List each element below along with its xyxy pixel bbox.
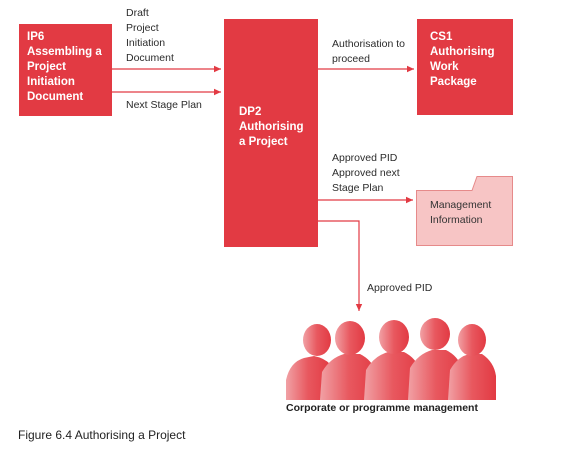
process-box-ip6: IP6 Assembling a Project Initiation Docu…: [19, 24, 112, 116]
authorisation-label: Authorisation to proceed: [332, 38, 405, 65]
approved-pid-plan-label: Approved PID Approved next Stage Plan: [332, 152, 400, 194]
process-box-cs1: CS1 Authorising Work Package: [417, 19, 513, 115]
cs1-label: CS1 Authorising Work Package: [430, 31, 495, 88]
next-stage-plan-label: Next Stage Plan: [126, 99, 202, 111]
process-box-dp2: DP2 Authorising a Project: [224, 19, 318, 247]
approved-pid-label: Approved PID: [367, 282, 433, 294]
arrow-approved-pid-down: [318, 220, 363, 311]
draft-pid-label: Draft Project Initiation Document: [126, 7, 174, 64]
figure-caption: Figure 6.4 Authorising a Project: [18, 428, 186, 442]
management-information-folder: [416, 176, 513, 246]
management-information-label: Management Information: [430, 199, 492, 226]
ip6-label: IP6 Assembling a Project Initiation Docu…: [27, 31, 102, 103]
corporate-management-label: Corporate or programme management: [286, 402, 478, 414]
dp2-label: DP2 Authorising a Project: [239, 106, 304, 148]
corporate-management-people-icon: [286, 318, 496, 400]
